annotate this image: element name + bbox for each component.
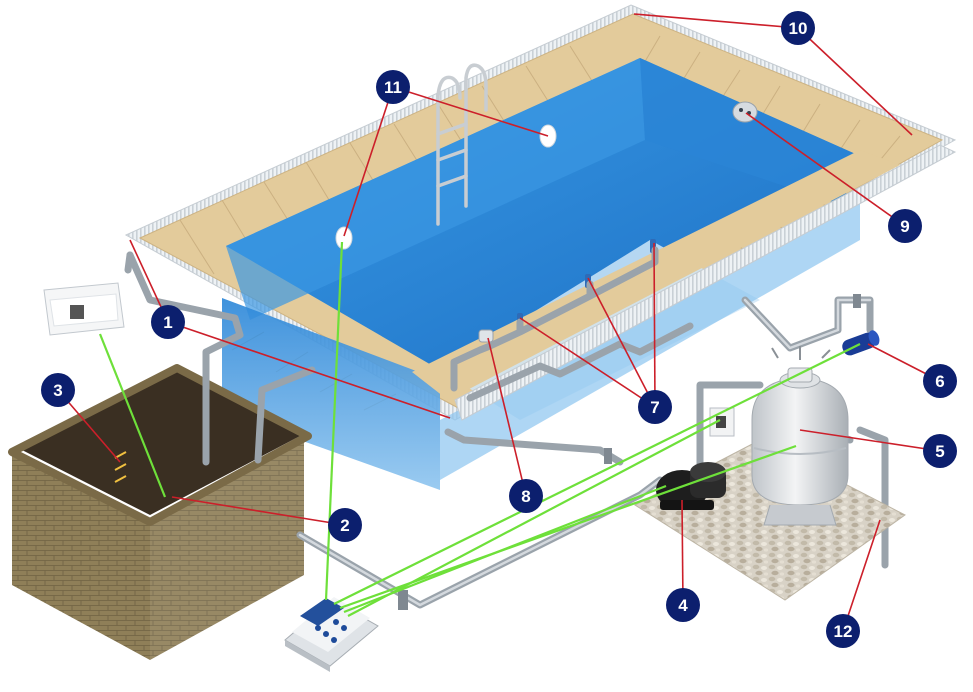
callout-4: 4 bbox=[666, 588, 700, 622]
callout-3: 3 bbox=[41, 373, 75, 407]
circulation-pump bbox=[656, 462, 726, 510]
control-panel bbox=[284, 597, 379, 672]
leader-lines bbox=[57, 13, 941, 632]
callout-8-label: 8 bbox=[521, 487, 530, 506]
balancing-tank bbox=[8, 251, 316, 660]
water-heater-sensor bbox=[842, 330, 880, 356]
callout-12-label: 12 bbox=[834, 622, 853, 641]
callout-10: 10 bbox=[781, 11, 815, 45]
control-wiring bbox=[98, 241, 861, 617]
callout-10-label: 10 bbox=[789, 19, 808, 38]
callout-8: 8 bbox=[509, 479, 543, 513]
callout-1: 1 bbox=[151, 305, 185, 339]
tank-right-wall bbox=[150, 438, 304, 660]
callout-1-label: 1 bbox=[163, 313, 172, 332]
pool-inner-wall-far bbox=[226, 58, 645, 320]
callout-12: 12 bbox=[826, 614, 860, 648]
callout-11-label: 11 bbox=[384, 78, 402, 97]
callout-2-label: 2 bbox=[340, 516, 349, 535]
pool-inner-wall-right bbox=[640, 58, 860, 205]
callout-2: 2 bbox=[328, 508, 362, 542]
callout-11: 11 bbox=[376, 70, 410, 104]
callout-5: 5 bbox=[923, 434, 957, 468]
callout-6-label: 6 bbox=[935, 372, 944, 391]
tank-rim bbox=[8, 364, 312, 526]
callout-9-label: 9 bbox=[900, 217, 909, 236]
callout-7: 7 bbox=[638, 390, 672, 424]
underwater-light-left bbox=[335, 226, 353, 250]
callout-3-label: 3 bbox=[53, 381, 62, 400]
pool-front-grating bbox=[454, 144, 957, 421]
pool-front-coping bbox=[412, 150, 900, 400]
sand-filter bbox=[751, 346, 849, 526]
callout-4-label: 4 bbox=[678, 596, 688, 615]
callout-6: 6 bbox=[923, 364, 957, 398]
bottom-drain bbox=[478, 329, 494, 343]
pool-side-wall bbox=[440, 200, 860, 480]
tank-back-inner bbox=[22, 372, 300, 515]
pool-front-wall bbox=[222, 298, 440, 490]
callout-5-label: 5 bbox=[935, 442, 944, 461]
inlet-pipe-network bbox=[450, 246, 694, 402]
level-sensors bbox=[114, 451, 127, 483]
tank-overflow-pipe bbox=[126, 251, 244, 466]
tank-return-pipe bbox=[254, 366, 316, 464]
pool-ladder bbox=[436, 63, 488, 226]
callouts: 1 2 3 4 5 6 7 8 bbox=[41, 11, 957, 648]
callout-9: 9 bbox=[888, 209, 922, 243]
level-control-unit bbox=[43, 282, 125, 336]
callout-7-label: 7 bbox=[650, 398, 659, 417]
